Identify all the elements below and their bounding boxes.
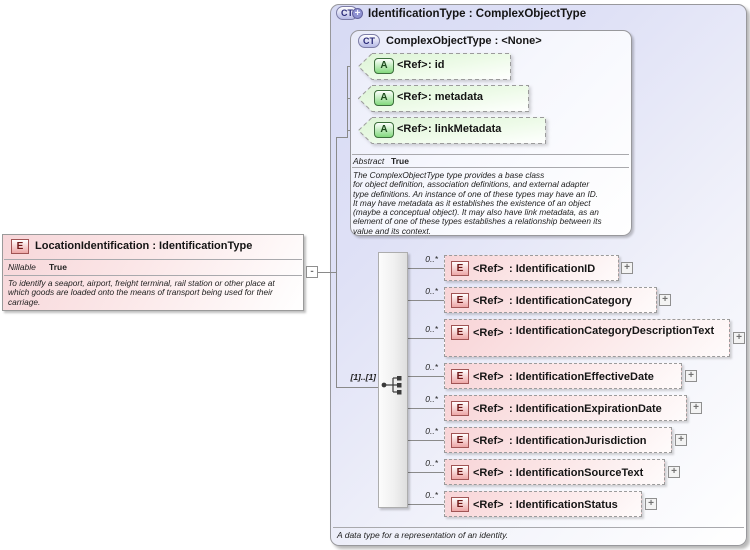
connector-main-vertical — [336, 137, 337, 388]
element-ref-label: <Ref> — [473, 295, 504, 307]
expand-button[interactable]: + — [621, 262, 633, 274]
attribute-icon: A — [374, 122, 394, 138]
type-box-footer: A data type for a representation of an i… — [337, 530, 509, 540]
attribute-metadata[interactable]: A <Ref> : metadata — [357, 85, 529, 112]
base-type-icon: CT — [358, 34, 380, 48]
element-ref-label: <Ref> — [473, 263, 504, 275]
element-ref-label: <Ref> — [473, 435, 504, 447]
connector-elem-6 — [408, 440, 445, 441]
element-name: : IdentificationJurisdiction — [509, 435, 647, 447]
connector-elem-1 — [408, 268, 445, 269]
attribute-ref-label: <Ref> — [397, 59, 428, 71]
base-type-description: The ComplexObjectType type provides a ba… — [353, 170, 602, 236]
element-ref-label: <Ref> — [473, 371, 504, 383]
left-element-description: To identify a seaport, airport, freight … — [8, 278, 275, 307]
element-name: : IdentificationStatus — [509, 499, 618, 511]
connector-elem-7 — [408, 472, 445, 473]
occurs-label: 0..* — [425, 490, 438, 500]
connector-to-sequence — [336, 387, 384, 388]
element-identificationid[interactable]: E <Ref> : IdentificationID — [444, 255, 619, 281]
expand-button[interactable]: + — [690, 402, 702, 414]
expand-button[interactable]: + — [659, 294, 671, 306]
element-identificationcategorydescriptiontext[interactable]: E <Ref> : IdentificationCategoryDescript… — [444, 319, 730, 357]
element-identificationjurisdiction[interactable]: E <Ref> : IdentificationJurisdiction — [444, 427, 672, 453]
attribute-ref-label: <Ref> — [397, 91, 428, 103]
element-name: : IdentificationCategoryDescriptionText — [509, 325, 715, 337]
nillable-label: Nillable — [8, 262, 36, 272]
occurs-label: 0..* — [425, 458, 438, 468]
attribute-name: : metadata — [428, 91, 484, 103]
element-icon: E — [11, 239, 29, 254]
attribute-shape — [357, 117, 546, 144]
element-identificationexpirationdate[interactable]: E <Ref> : IdentificationExpirationDate — [444, 395, 687, 421]
connector-left-to-type — [318, 272, 337, 273]
occurs-label: 0..* — [425, 426, 438, 436]
occurs-label: 0..* — [425, 324, 438, 334]
divider — [352, 154, 629, 155]
attribute-name: : id — [428, 59, 445, 71]
element-icon: E — [451, 401, 469, 416]
element-icon: E — [451, 433, 469, 448]
connector-attr-vertical — [347, 66, 348, 138]
element-identificationsourcetext[interactable]: E <Ref> : IdentificationSourceText — [444, 459, 665, 485]
divider — [4, 259, 302, 260]
sequence-icon — [381, 376, 402, 395]
occurs-label: 0..* — [425, 394, 438, 404]
element-name: : IdentificationEffectiveDate — [509, 371, 654, 383]
element-ref-label: <Ref> — [473, 403, 504, 415]
attribute-shape — [357, 53, 511, 80]
base-type-title: ComplexObjectType : <None> — [386, 35, 542, 47]
attribute-icon: A — [374, 90, 394, 106]
element-name: : IdentificationID — [509, 263, 596, 275]
connector-elem-3 — [408, 338, 445, 339]
element-icon: E — [451, 497, 469, 512]
connector-elem-8 — [408, 504, 445, 505]
attribute-id[interactable]: A <Ref> : id — [357, 53, 511, 80]
element-ref-label: <Ref> — [473, 499, 504, 511]
element-name: : IdentificationSourceText — [509, 467, 644, 479]
element-identificationcategory[interactable]: E <Ref> : IdentificationCategory — [444, 287, 657, 313]
expand-button[interactable]: + — [668, 466, 680, 478]
nillable-value: True — [49, 262, 67, 272]
element-name: : IdentificationCategory — [509, 295, 632, 307]
attribute-shape — [357, 85, 529, 112]
complex-type-title: IdentificationType : ComplexObjectType — [368, 8, 587, 20]
left-element-title: LocationIdentification : IdentificationT… — [35, 240, 253, 252]
divider — [333, 527, 744, 528]
connector-elem-2 — [408, 300, 445, 301]
expand-button[interactable]: + — [645, 498, 657, 510]
complex-type-plus-icon: + — [352, 7, 363, 19]
element-ref-label: <Ref> — [473, 327, 504, 339]
element-icon: E — [451, 261, 469, 276]
divider — [4, 275, 302, 276]
expand-button[interactable]: + — [733, 332, 745, 344]
element-icon: E — [451, 293, 469, 308]
sequence-cardinality: [1]..[1] — [350, 372, 377, 382]
occurs-label: 0..* — [425, 254, 438, 264]
element-icon: E — [451, 325, 469, 340]
element-identificationstatus[interactable]: E <Ref> : IdentificationStatus — [444, 491, 642, 517]
abstract-label: Abstract — [353, 156, 385, 166]
element-identificationeffectivedate[interactable]: E <Ref> : IdentificationEffectiveDate — [444, 363, 682, 389]
attribute-ref-label: <Ref> — [397, 123, 428, 135]
expand-button[interactable]: + — [685, 370, 697, 382]
element-icon: E — [451, 465, 469, 480]
collapse-button[interactable]: - — [306, 266, 318, 278]
element-ref-label: <Ref> — [473, 467, 504, 479]
location-identification-box[interactable]: E LocationIdentification : Identificatio… — [2, 234, 304, 311]
attribute-linkmetadata[interactable]: A <Ref> : linkMetadata — [357, 117, 546, 144]
abstract-value: True — [391, 156, 409, 166]
attribute-icon: A — [374, 58, 394, 74]
connector-elem-5 — [408, 408, 445, 409]
connector-elem-4 — [408, 376, 445, 377]
divider — [352, 167, 629, 168]
attribute-name: : linkMetadata — [428, 123, 502, 135]
element-icon: E — [451, 369, 469, 384]
expand-button[interactable]: + — [675, 434, 687, 446]
connector-attr-branch — [336, 137, 347, 138]
element-name: : IdentificationExpirationDate — [509, 403, 662, 415]
occurs-label: 0..* — [425, 362, 438, 372]
occurs-label: 0..* — [425, 286, 438, 296]
